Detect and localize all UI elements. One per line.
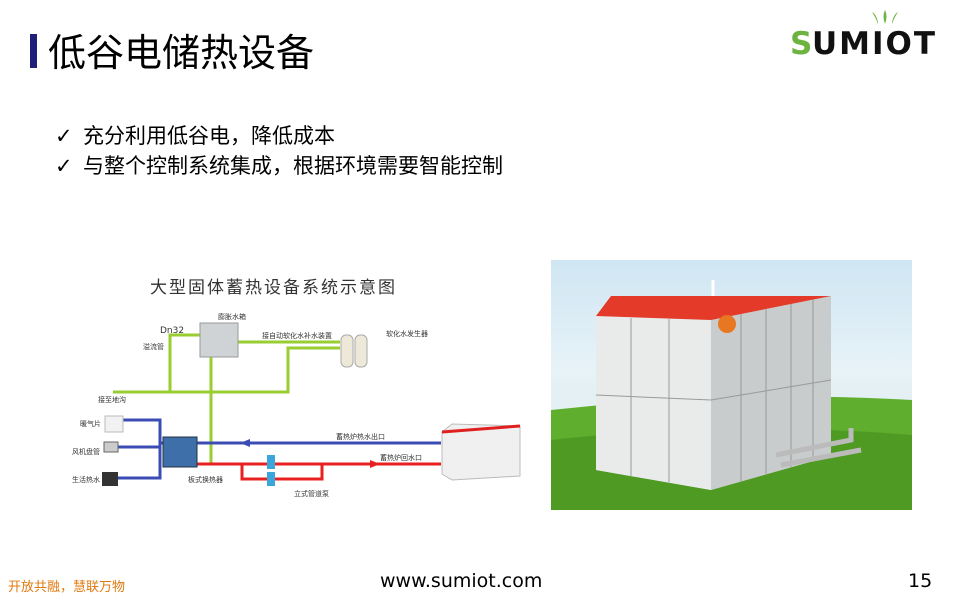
slide-title: 低谷电储热设备 (48, 31, 315, 75)
bullet-item: ✓ 与整个控制系统集成，根据环境需要智能控制 (55, 150, 503, 180)
label: Dn32 (160, 326, 184, 336)
check-icon: ✓ (55, 154, 73, 178)
supply-pipes (112, 418, 441, 480)
label: 接至地沟 (98, 395, 126, 404)
label: 接自动软化水补水装置 (262, 331, 332, 340)
check-icon: ✓ (55, 124, 73, 148)
system-diagram: 大型固体蓄热设备系统示意图 膨胀水箱 Dn32 溢流管 接自动软化水补水装置 软… (72, 278, 521, 498)
diagram-title: 大型固体蓄热设备系统示意图 (150, 278, 397, 298)
label: 蓄热炉热水出口 (336, 432, 385, 441)
label: 生活热水 (72, 475, 100, 484)
leaf-icon (872, 10, 898, 24)
svg-text:UMIOT: UMIOT (812, 26, 937, 60)
label: 板式换热器 (188, 475, 223, 484)
softener-icon (340, 334, 368, 368)
heat-storage-unit-icon (441, 423, 521, 481)
pump-icon (267, 455, 275, 486)
fan-coil-icon (103, 441, 119, 453)
svg-text:S: S (790, 26, 812, 60)
page-number: 15 (908, 570, 933, 592)
expansion-tank-icon (199, 322, 239, 358)
label: 暖气片 (80, 419, 101, 428)
bullet-item: ✓ 充分利用低谷电，降低成本 (55, 120, 335, 150)
water-pipes (113, 333, 340, 463)
sumiot-logo: S UMIOT (790, 10, 937, 60)
label: 膨胀水箱 (218, 312, 246, 321)
footer-url: www.sumiot.com (380, 570, 543, 592)
title-accent-bar (30, 34, 37, 68)
label: 软化水发生器 (386, 329, 428, 338)
label: 立式管道泵 (294, 489, 329, 498)
label: 溢流管 (143, 342, 164, 351)
bullet-text: 充分利用低谷电，降低成本 (83, 124, 335, 148)
heat-storage-photo (551, 260, 912, 510)
plate-exchanger-icon (162, 436, 198, 468)
label: 蓄热炉回水口 (380, 453, 422, 462)
radiator-icon (104, 415, 124, 433)
footer-slogan: 开放共融，慧联万物 (8, 580, 126, 595)
return-pipes (197, 462, 441, 481)
label: 风机盘管 (72, 447, 100, 456)
hot-water-icon (102, 472, 118, 486)
heat-storage-unit-image (551, 280, 912, 510)
bullet-text: 与整个控制系统集成，根据环境需要智能控制 (83, 154, 503, 178)
